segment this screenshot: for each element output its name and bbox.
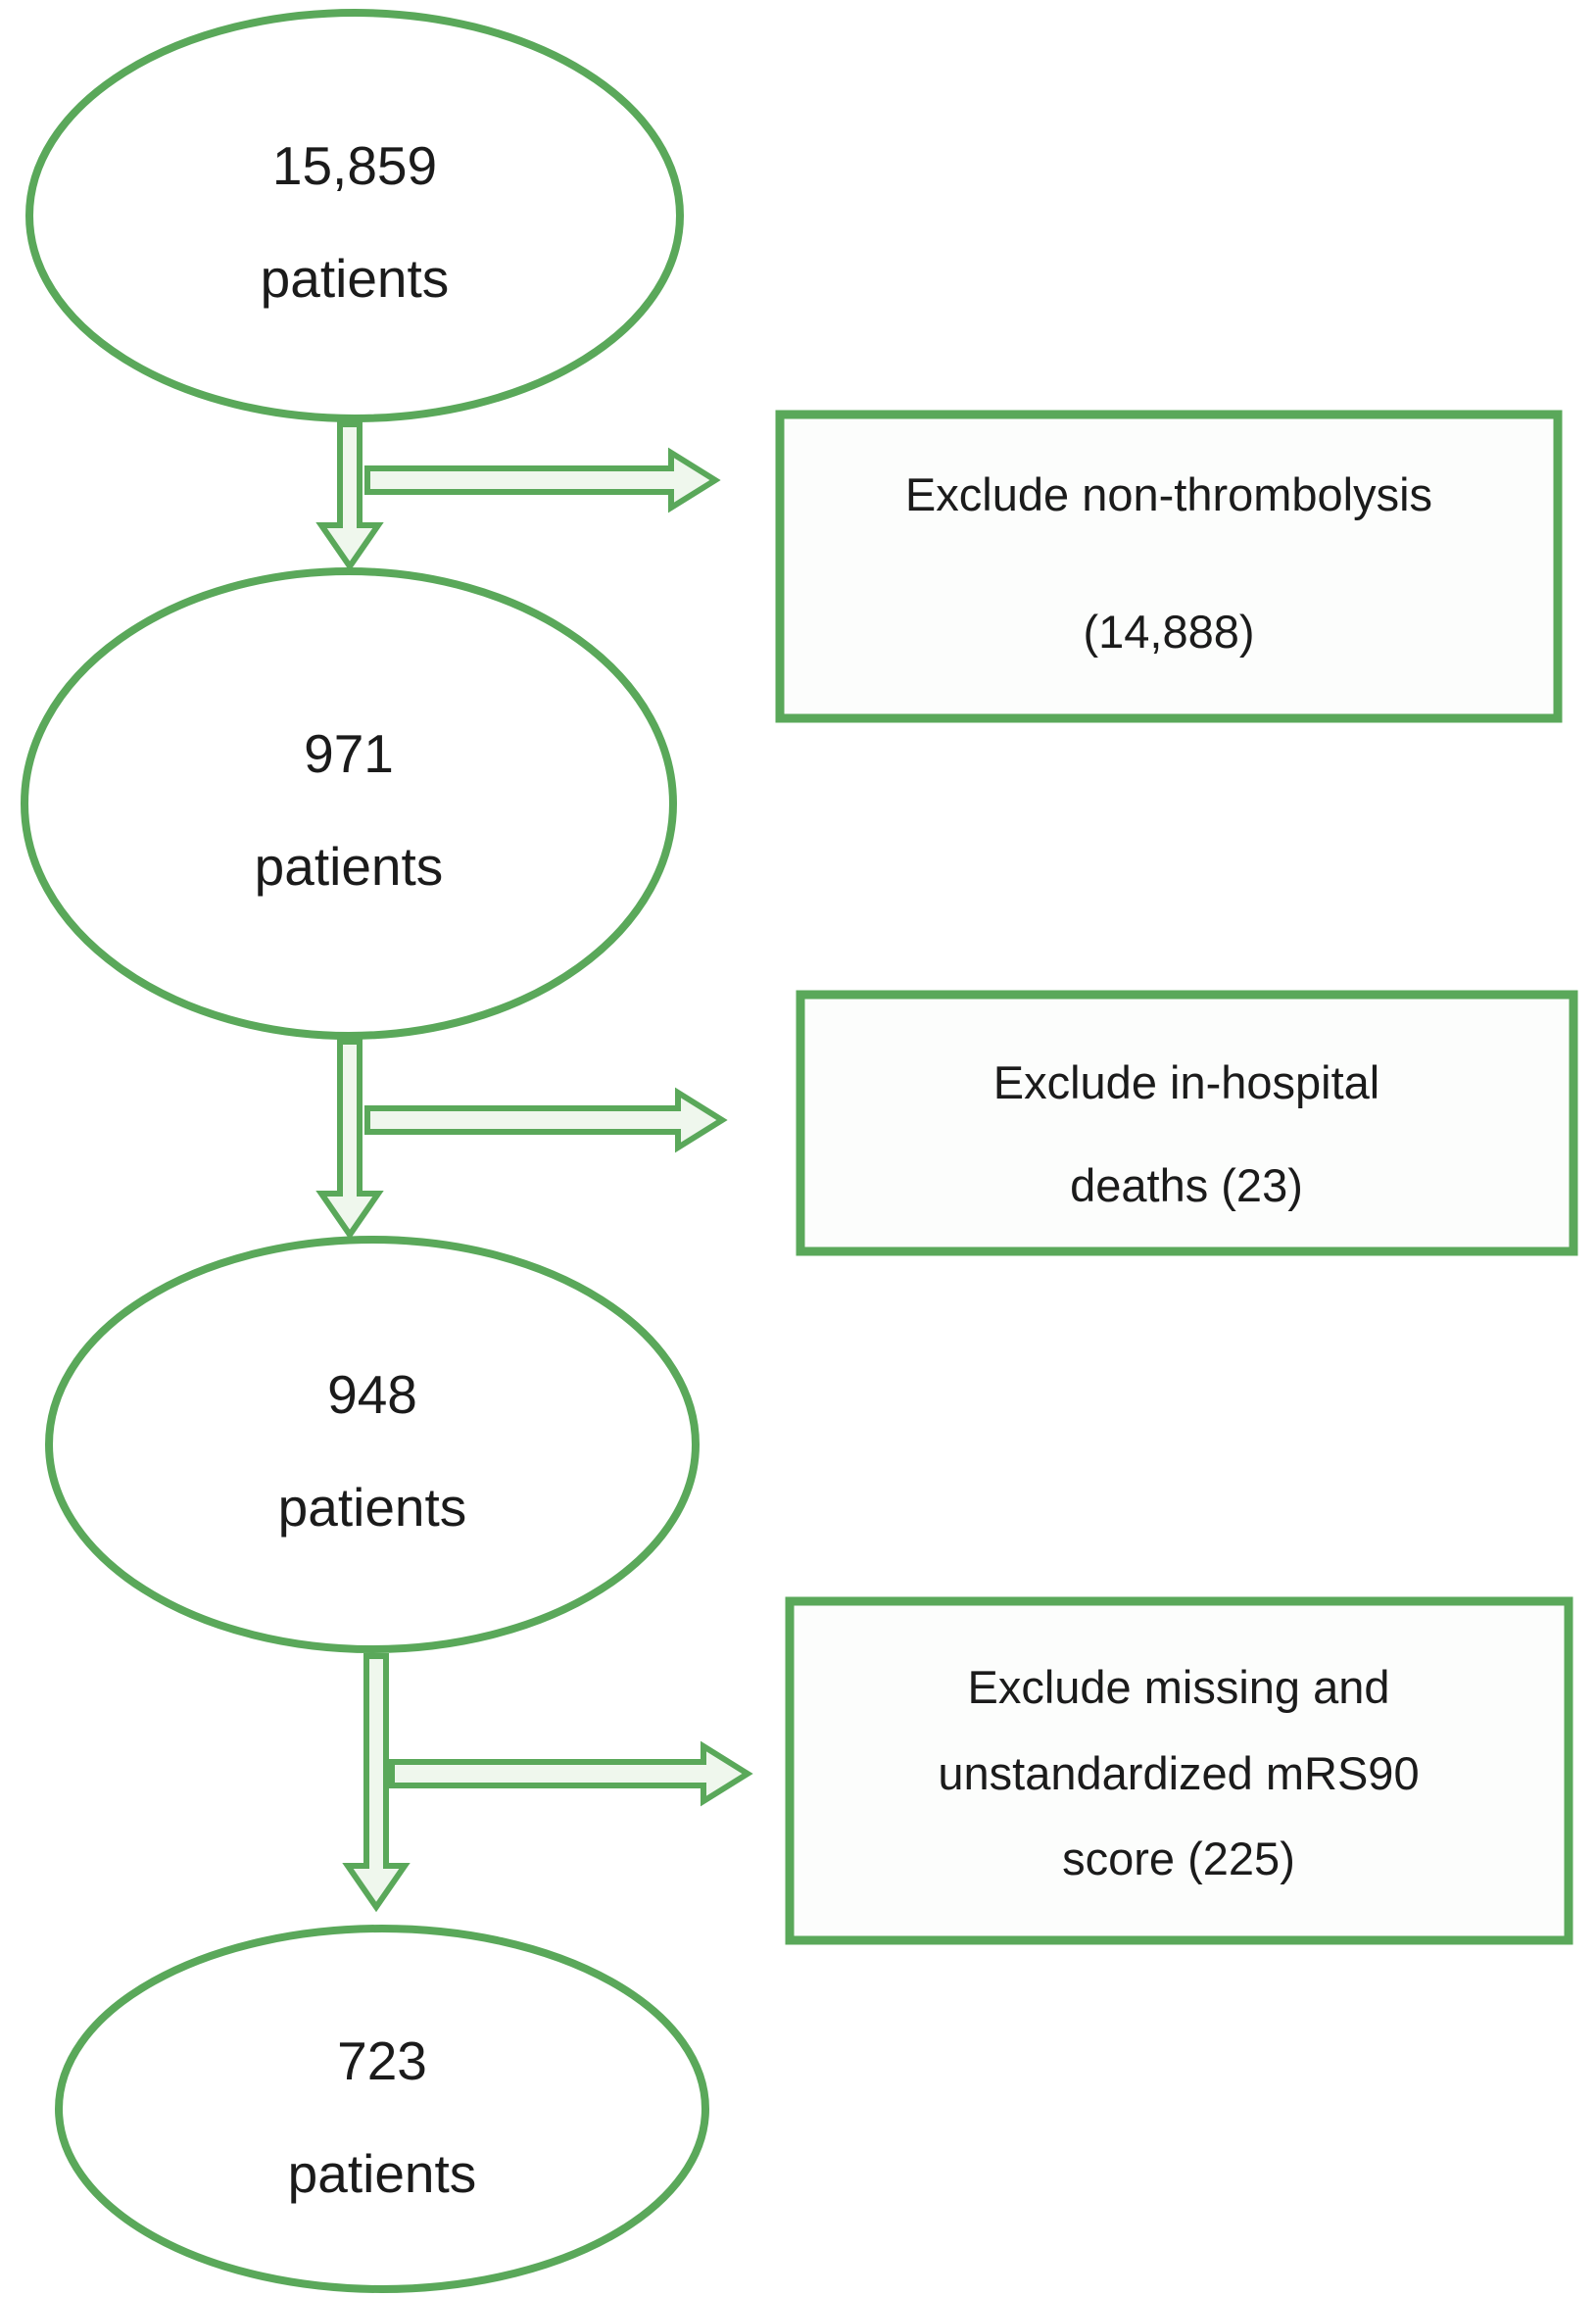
exclusion-text: Exclude missing and	[967, 1661, 1389, 1713]
node-value: 971	[304, 723, 394, 784]
exclusion-text: unstandardized mRS90	[938, 1747, 1419, 1799]
node-ellipse-971	[21, 567, 677, 1040]
right-arrow-icon-1	[364, 447, 721, 513]
node-label: patients	[278, 1477, 467, 1538]
node-label: patients	[261, 248, 450, 309]
right-arrow-icon-2	[364, 1087, 728, 1153]
right-arrow-icon-3	[389, 1740, 753, 1807]
node-label: patients	[255, 836, 444, 897]
down-arrow-icon-3	[342, 1653, 411, 1913]
exclusion-count: score (225)	[1062, 1833, 1295, 1884]
node-value: 723	[337, 2030, 427, 2091]
exclusion-text: Exclude non-thrombolysis	[905, 468, 1432, 520]
node-ellipse-15859	[25, 9, 684, 422]
exclusion-count: (14,888)	[1083, 606, 1254, 658]
node-ellipse-948	[45, 1236, 700, 1653]
exclusion-box-in-hospital-deaths	[796, 990, 1578, 1256]
node-value: 15,859	[272, 135, 437, 196]
exclusion-box-missing-mrs90	[785, 1596, 1573, 1945]
exclusion-count: deaths (23)	[1070, 1159, 1303, 1211]
exclusion-text: Exclude in-hospital	[993, 1056, 1380, 1108]
down-arrow-icon-2	[315, 1039, 384, 1241]
node-ellipse-723	[55, 1925, 709, 2293]
node-label: patients	[288, 2143, 477, 2204]
exclusion-box-non-thrombolysis	[775, 410, 1563, 723]
node-value: 948	[327, 1364, 417, 1425]
down-arrow-icon-1	[315, 421, 384, 572]
